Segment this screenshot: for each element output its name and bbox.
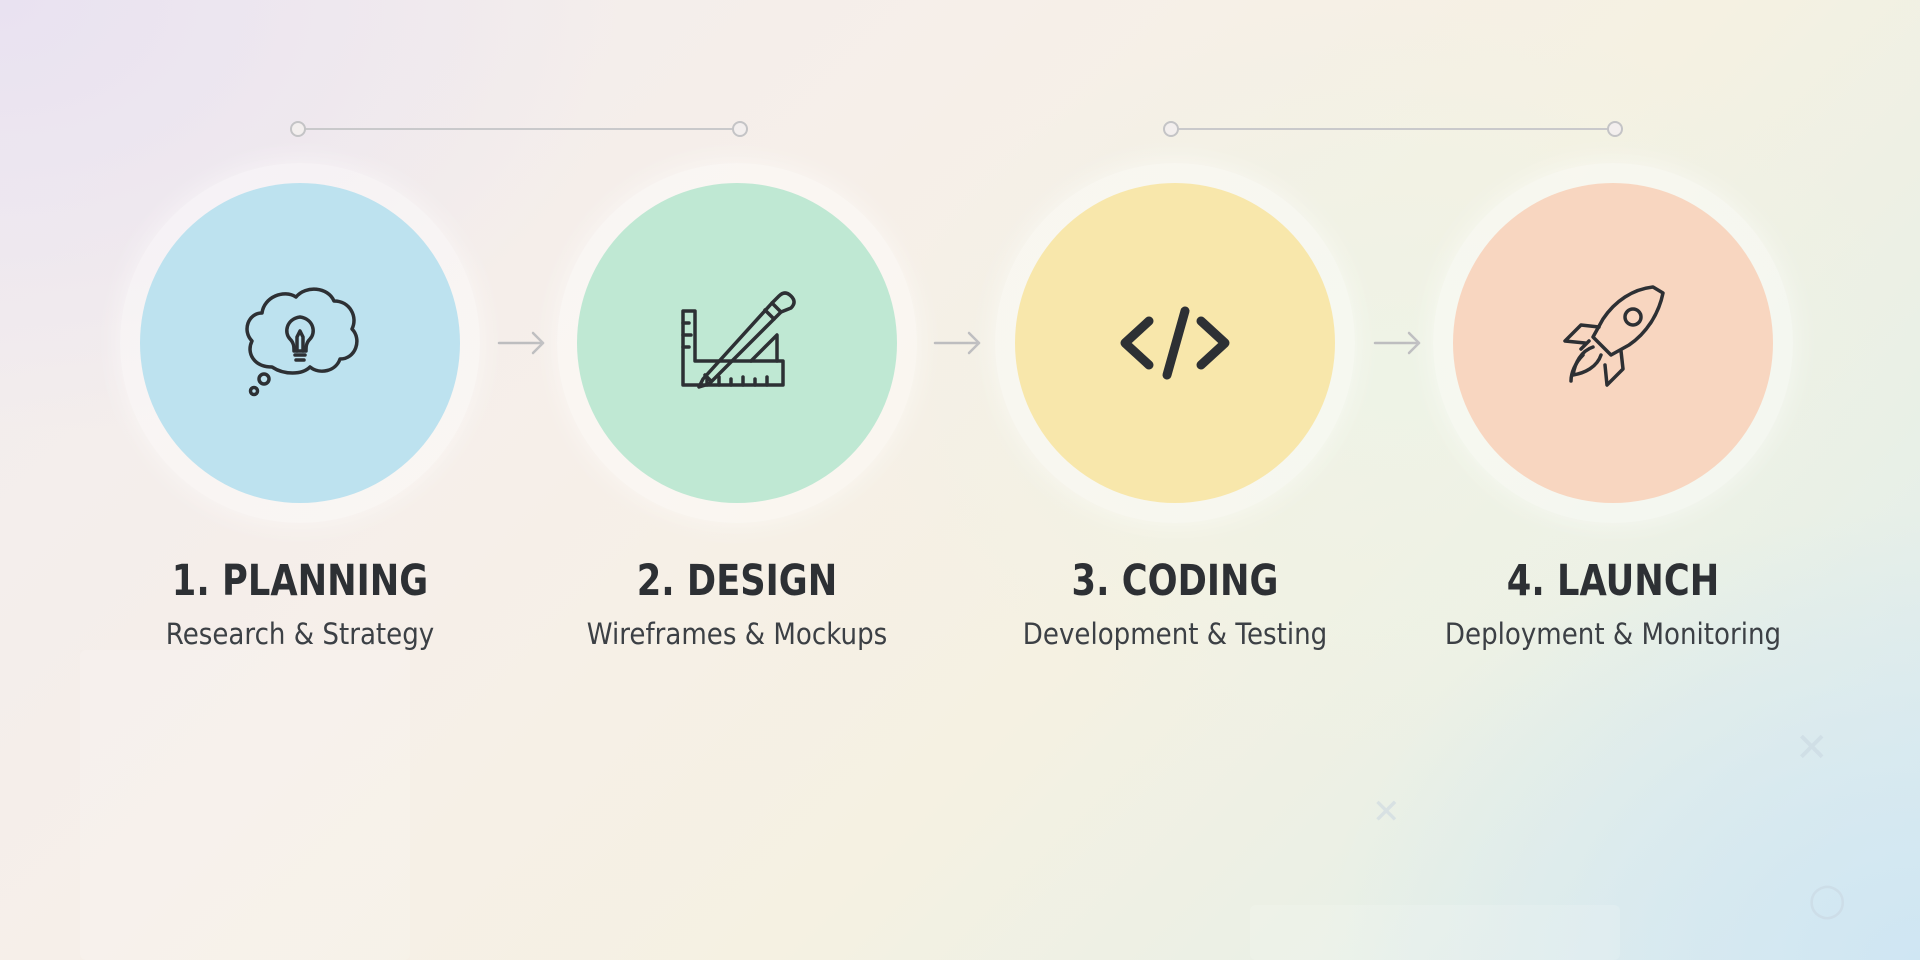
pencil-ruler-icon — [665, 271, 809, 415]
bracket-connector-planning-design — [290, 119, 748, 139]
step-subtitle: Research & Strategy — [165, 617, 435, 651]
step-design: 2. DESIGN Wireframes & Mockups — [517, 0, 957, 960]
background-cross-icon: ✕ — [1372, 792, 1401, 832]
bracket-line — [300, 128, 738, 130]
background-panel-left — [80, 650, 410, 960]
arrow-right-icon — [497, 328, 547, 358]
step-subtitle: Wireframes & Mockups — [586, 617, 888, 651]
code-brackets-icon — [1103, 271, 1247, 415]
step-subtitle: Development & Testing — [1022, 617, 1328, 651]
bracket-node — [290, 121, 306, 137]
bracket-node — [1607, 121, 1623, 137]
step-subtitle: Deployment & Monitoring — [1444, 617, 1782, 651]
step-launch: 4. LAUNCH Deployment & Monitoring — [1393, 0, 1833, 960]
bracket-connector-coding-launch — [1163, 119, 1623, 139]
step-title: 2. DESIGN — [636, 556, 838, 606]
step-title: 1. PLANNING — [171, 556, 429, 606]
step-circle — [140, 183, 460, 503]
arrow-right-icon — [933, 328, 983, 358]
step-title: 3. CODING — [1071, 556, 1279, 606]
step-title: 4. LAUNCH — [1506, 556, 1720, 606]
arrow-right-icon — [1373, 328, 1423, 358]
background-ring-icon: ○ — [1808, 874, 1847, 925]
bracket-node — [1163, 121, 1179, 137]
rocket-icon — [1541, 271, 1685, 415]
step-planning: 1. PLANNING Research & Strategy — [80, 0, 520, 960]
background-panel-bottom-right — [1250, 905, 1620, 960]
step-circle — [1453, 183, 1773, 503]
lightbulb-thought-icon — [228, 271, 372, 415]
background-cross-icon: ✕ — [1795, 725, 1829, 771]
step-coding: 3. CODING Development & Testing — [955, 0, 1395, 960]
bracket-node — [732, 121, 748, 137]
bracket-line — [1173, 128, 1613, 130]
